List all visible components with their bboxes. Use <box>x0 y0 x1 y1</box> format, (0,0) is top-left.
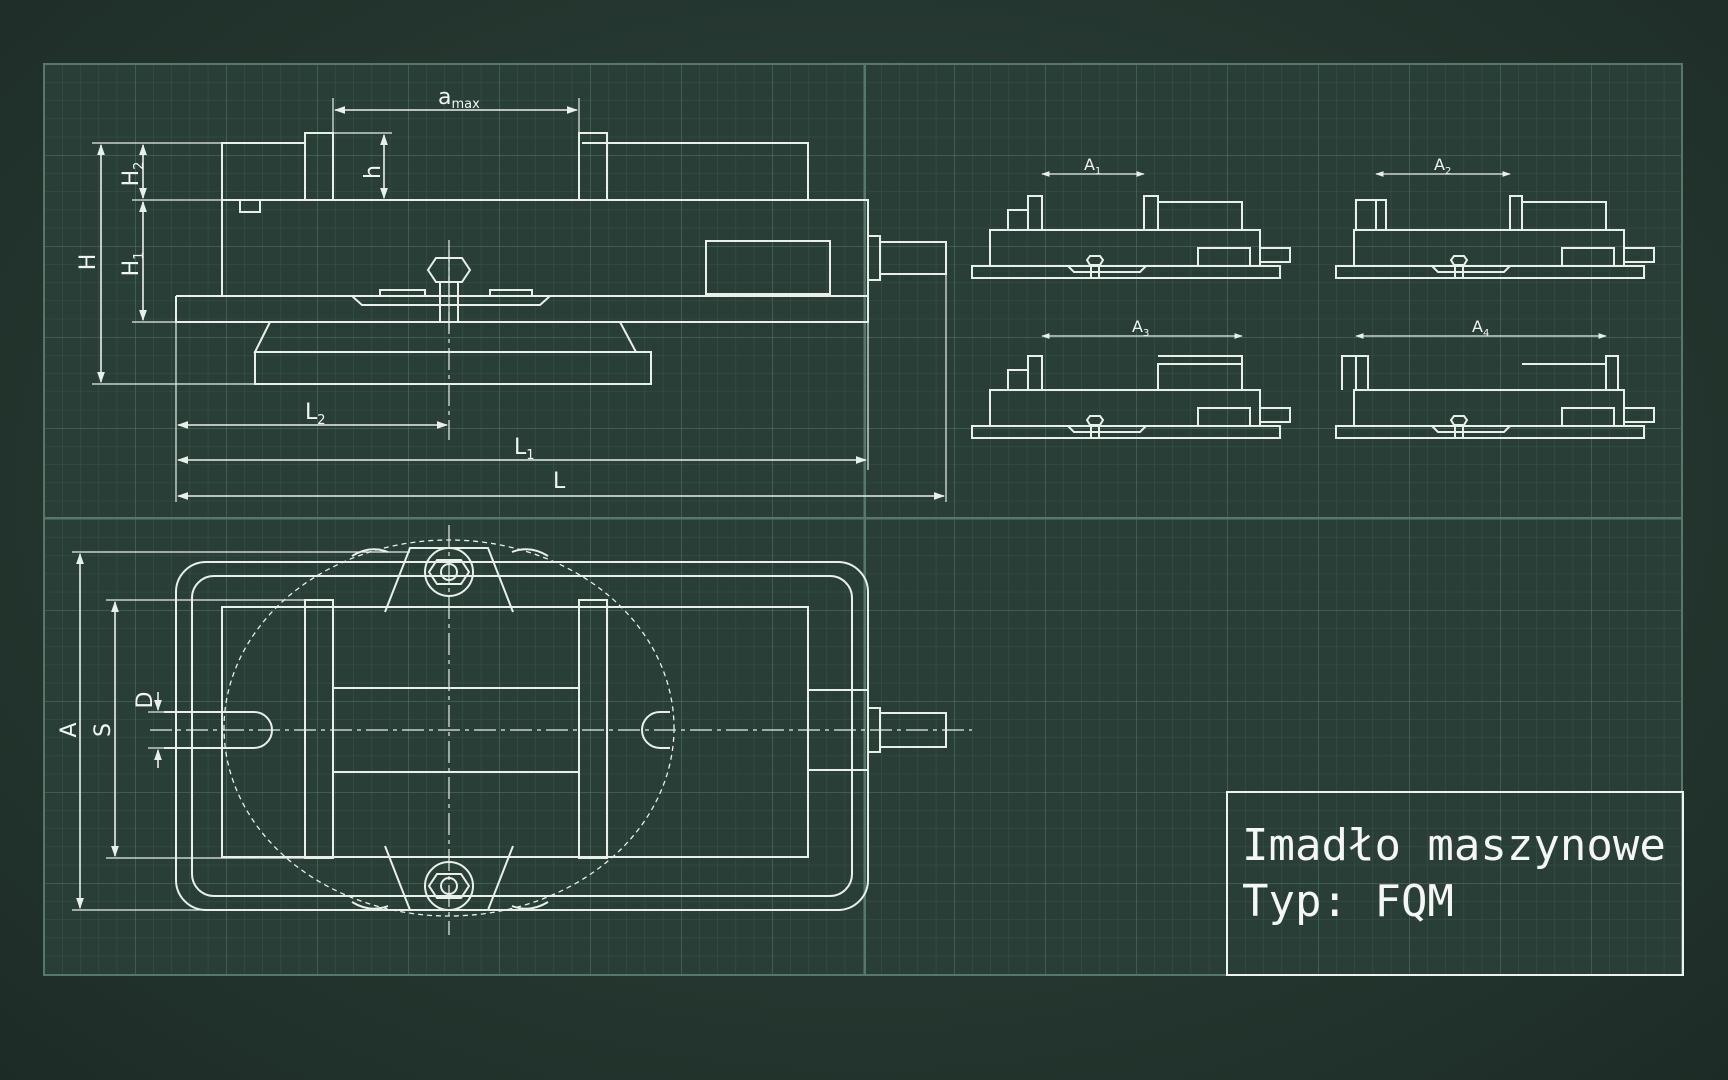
dim-L-label: L <box>553 469 566 494</box>
title-line-1: Imadło maszynowe <box>1242 820 1666 871</box>
grid-sheet <box>43 63 1683 976</box>
variant-3-label: A3 <box>1132 317 1149 339</box>
variant-2: A2 <box>1335 155 1655 279</box>
dim-a-max-label: amax <box>438 85 480 112</box>
variant-2-label: A2 <box>1434 155 1451 177</box>
title-line-2: Typ: FQM <box>1242 876 1454 927</box>
dim-H-label: H <box>76 254 101 271</box>
dim-D-label: D <box>133 692 158 709</box>
dim-H1-label: H1 <box>119 252 147 277</box>
dim-H2-label: H2 <box>119 162 147 187</box>
dim-S-label: S <box>91 723 116 737</box>
variant-4: A4 <box>1335 317 1655 439</box>
variant-3: A3 <box>971 317 1291 439</box>
dim-L2-label: L2 <box>305 400 326 428</box>
dim-L1-label: L1 <box>514 435 535 463</box>
variant-1-label: A1 <box>1084 155 1101 177</box>
variant-4-label: A4 <box>1472 317 1489 339</box>
side-view: amax h H H2 H1 L2 L1 L <box>76 85 947 502</box>
dim-h-label: h <box>361 165 386 179</box>
variant-1: A1 <box>971 155 1291 279</box>
dim-A-label: A <box>57 722 82 737</box>
title-block: Imadło maszynowe Typ: FQM <box>1226 791 1684 976</box>
top-view: A S D <box>57 525 972 935</box>
